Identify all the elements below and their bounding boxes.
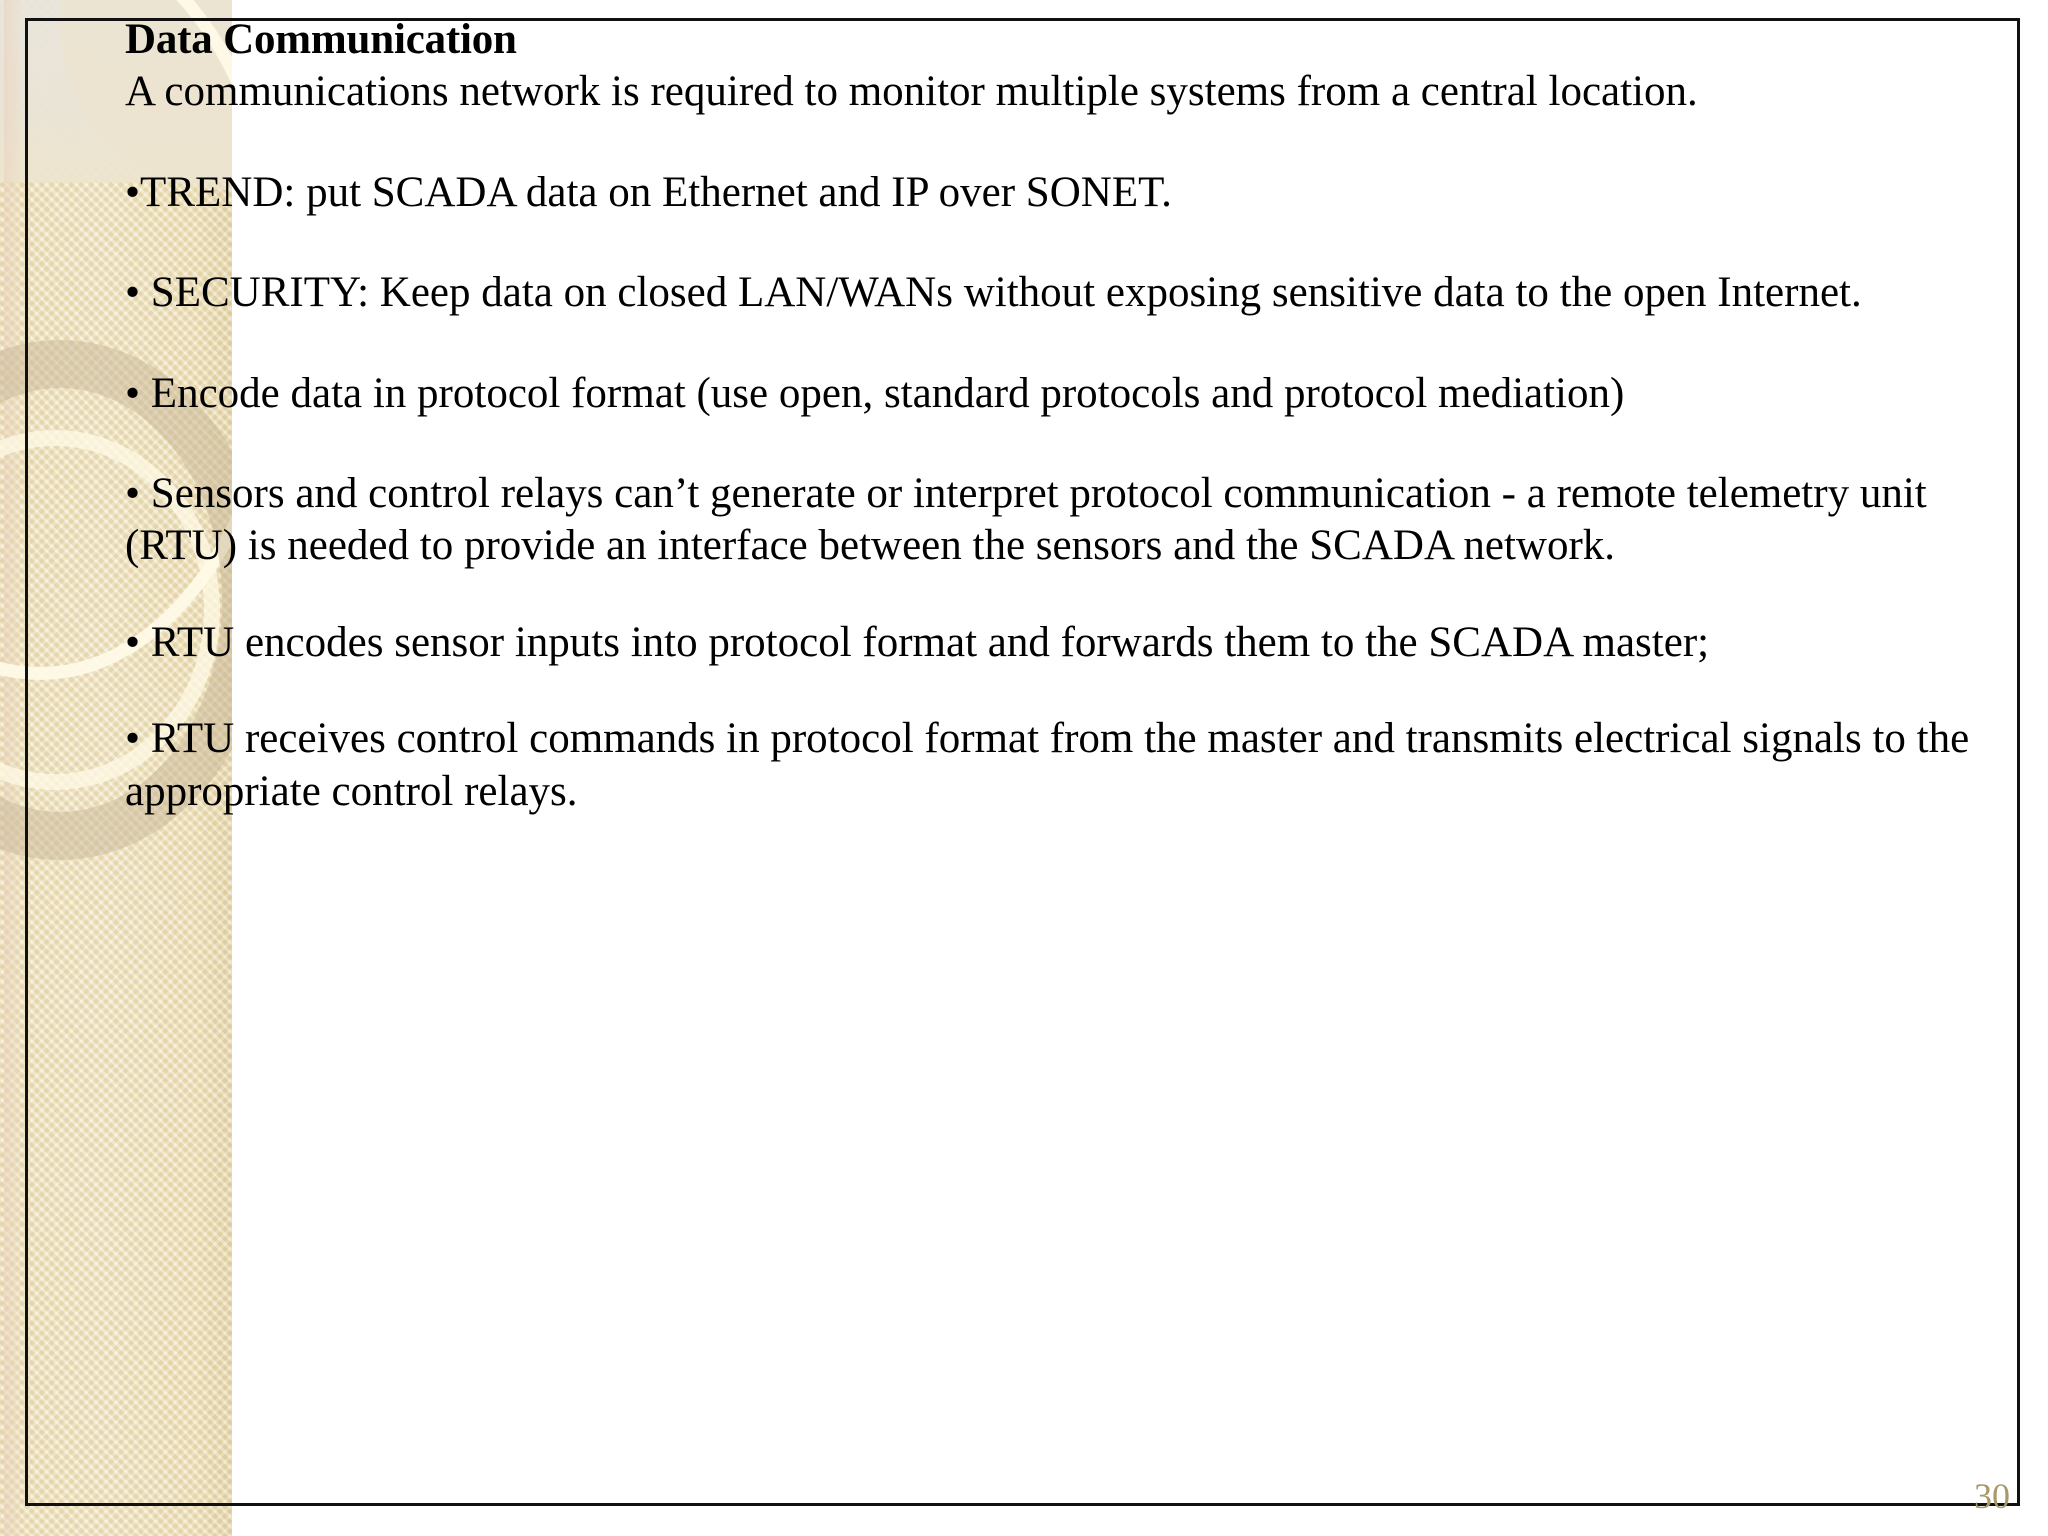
page-title: Data Communication xyxy=(125,16,517,63)
intro-paragraph: A communications network is required to … xyxy=(125,68,1698,116)
decorative-left-band xyxy=(0,0,232,1536)
spacer xyxy=(125,573,2005,617)
bullet-encode: • Encode data in protocol format (use op… xyxy=(125,369,1625,417)
spacer xyxy=(125,320,2005,368)
spacer xyxy=(125,669,2005,713)
bullet-security: • SECURITY: Keep data on closed LAN/WANs… xyxy=(125,269,1862,317)
spacer xyxy=(125,119,2005,167)
page-number: 30 xyxy=(1974,1476,2010,1516)
bullet-rtu-receives: • RTU receives control commands in proto… xyxy=(125,715,1980,815)
bullet-rtu-encodes: • RTU encodes sensor inputs into protoco… xyxy=(125,618,1710,666)
slide-content: Data Communication A communications netw… xyxy=(125,16,2005,818)
bullet-trend: •TREND: put SCADA data on Ethernet and I… xyxy=(125,168,1172,216)
spacer xyxy=(125,219,2005,267)
spacer xyxy=(125,420,2005,468)
bullet-sensors: • Sensors and control relays can’t gener… xyxy=(125,469,1938,570)
